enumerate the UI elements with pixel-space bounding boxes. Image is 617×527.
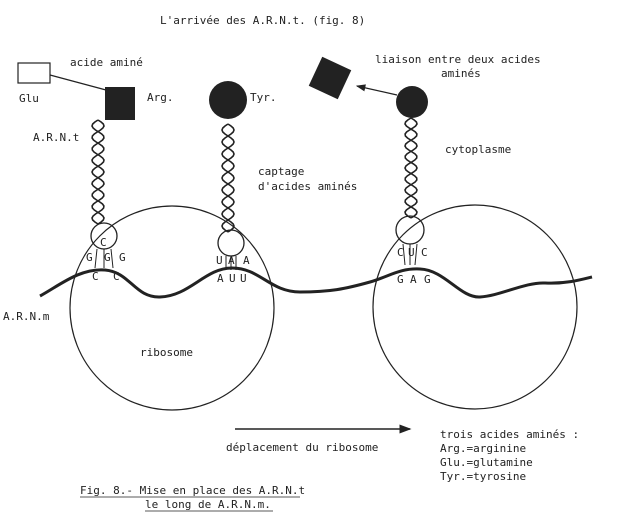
mrna-strand bbox=[39, 266, 593, 299]
arg-amino-acid-square bbox=[105, 87, 135, 120]
label-ribosome: ribosome bbox=[140, 346, 193, 359]
trna1-helix bbox=[91, 119, 105, 225]
peptide-bond-line bbox=[49, 74, 107, 91]
label-glu: Glu bbox=[19, 92, 39, 105]
trna3-anticodon-loop bbox=[395, 215, 425, 245]
figure-caption-line1: Fig. 8.- Mise en place des A.R.N.t bbox=[80, 484, 305, 497]
tyr-amino-acid-circle bbox=[209, 81, 247, 119]
label-arnt: A.R.N.t bbox=[33, 131, 79, 144]
legend-item: Glu.=glutamine bbox=[440, 456, 533, 469]
diagram-title: L'arrivée des A.R.N.t. (fig. 8) bbox=[160, 14, 365, 27]
trna3-base: C bbox=[421, 246, 428, 259]
ribosome-left bbox=[69, 205, 275, 411]
legend: trois acides aminés : Arg.=arginine Glu.… bbox=[440, 428, 579, 483]
trna3-helix bbox=[404, 117, 418, 219]
bond-arrow bbox=[355, 84, 398, 96]
trna2-base: A bbox=[243, 254, 250, 267]
label-liaison: liaison entre deux acides bbox=[375, 53, 541, 66]
glu-amino-acid-box bbox=[17, 62, 51, 84]
trna1-base: G bbox=[86, 251, 93, 264]
trna1-helix bbox=[91, 119, 105, 225]
base-pair-bonds bbox=[94, 243, 418, 270]
label-acide-amine: acide aminé bbox=[70, 56, 143, 69]
mrna1-base: C bbox=[92, 270, 99, 283]
legend-item: Tyr.=tyrosine bbox=[440, 470, 526, 483]
released-amino-acid-square bbox=[308, 56, 352, 100]
trna3-helix bbox=[404, 117, 418, 219]
trna1-base: G bbox=[104, 251, 111, 264]
trna2-base: U bbox=[216, 254, 223, 267]
trna2-helix bbox=[221, 123, 235, 233]
trna1-base: C bbox=[100, 236, 107, 249]
label-captage: captage bbox=[258, 165, 304, 178]
trna3-base: U bbox=[408, 246, 415, 259]
mrna3-base: G bbox=[424, 273, 431, 286]
label-tyr: Tyr. bbox=[250, 91, 277, 104]
figure-caption-line2: le long de A.R.N.m. bbox=[145, 498, 271, 511]
mrna2-base: U bbox=[229, 272, 236, 285]
mrna3-base: G bbox=[397, 273, 404, 286]
legend-item: Arg.=arginine bbox=[440, 442, 526, 455]
mrna2-base: U bbox=[240, 272, 247, 285]
trna1-base: G bbox=[119, 251, 126, 264]
mrna1-base: C bbox=[113, 270, 120, 283]
trna2-anticodon-loop bbox=[217, 229, 245, 257]
label-arnm: A.R.N.m bbox=[3, 310, 50, 323]
mrna2-base: A bbox=[217, 272, 224, 285]
label-liaison-2: aminés bbox=[441, 67, 481, 80]
trna3-base: C bbox=[397, 246, 404, 259]
label-captage-2: d'acides aminés bbox=[258, 180, 357, 193]
trna2-helix bbox=[221, 123, 235, 233]
label-deplacement: déplacement du ribosome bbox=[226, 441, 378, 454]
label-arg: Arg. bbox=[147, 91, 174, 104]
mrna3-base: A bbox=[410, 273, 417, 286]
legend-title: trois acides aminés : bbox=[440, 428, 579, 441]
label-cytoplasme: cytoplasme bbox=[445, 143, 511, 156]
ribosome-right bbox=[372, 204, 578, 410]
amino-acid-circle-3 bbox=[396, 86, 428, 118]
trna2-base: A bbox=[228, 254, 235, 267]
